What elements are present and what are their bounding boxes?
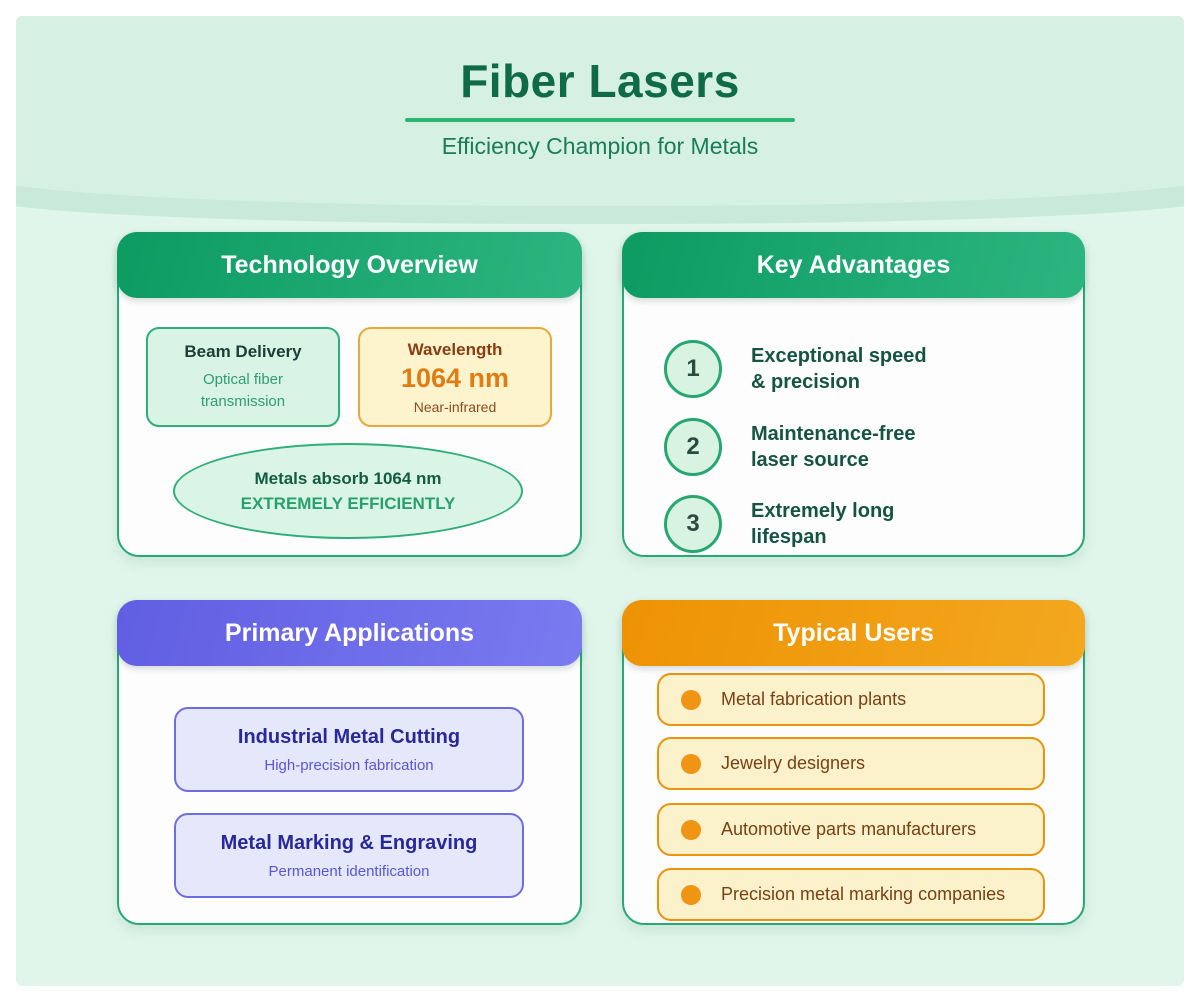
application-box-1: Industrial Metal Cutting High-precision … [174,707,524,792]
bullet-icon [681,753,701,774]
advantage-number-badge-1: 1 [664,340,722,398]
user-item-4: Precision metal marking companies [657,868,1045,921]
user-item-3: Automotive parts manufacturers [657,803,1045,856]
wavelength-note: Near-infrared [413,398,497,415]
page-subtitle: Efficiency Champion for Metals [441,133,759,159]
user-item-2: Jewelry designers [657,737,1045,790]
advantage-1-line1: Exceptional speed [751,345,927,367]
key-advantages-header: Key Advantages [622,232,1085,298]
beam-delivery-title: Beam Delivery [184,341,302,361]
application-2-title: Metal Marking & Engraving [220,831,478,854]
beam-delivery-box: Beam Delivery Optical fiber transmission [146,327,340,427]
advantage-3-line2: lifespan [751,526,827,548]
user-item-1: Metal fabrication plants [657,673,1045,726]
application-1-title: Industrial Metal Cutting [237,725,461,748]
bullet-icon [681,819,701,840]
technology-overview-header: Technology Overview [117,232,582,298]
beam-delivery-sub-line2: transmission [200,392,286,410]
advantage-item-1: 1 Exceptional speed & precision [664,337,927,401]
beam-delivery-sub-line1: Optical fiber [202,370,284,388]
bullet-icon [681,884,701,905]
card-primary-applications: Primary Applications Industrial Metal Cu… [117,600,582,925]
page-title: Fiber Lasers [460,55,740,107]
application-box-2: Metal Marking & Engraving Permanent iden… [174,813,524,898]
advantage-1-line2: & precision [751,371,860,393]
advantage-3-line1: Extremely long [751,500,895,522]
advantage-text-1: Exceptional speed & precision [751,343,927,395]
title-background-band [16,16,1184,206]
wavelength-title: Wavelength [407,339,503,359]
absorption-line2: EXTREMELY EFFICIENTLY [240,493,456,513]
absorption-ellipse: Metals absorb 1064 nm EXTREMELY EFFICIEN… [173,443,523,539]
advantage-2-line1: Maintenance-free [751,423,916,445]
wavelength-box: Wavelength 1064 nm Near-infrared [358,327,552,427]
card-typical-users: Typical Users Metal fabrication plants J… [622,600,1085,925]
application-2-subtitle: Permanent identification [268,862,430,880]
bullet-icon [681,689,701,710]
advantage-number-badge-3: 3 [664,495,722,553]
card-key-advantages: Key Advantages 1 Exceptional speed & pre… [622,232,1085,557]
mint-background: Fiber Lasers Efficiency Champion for Met… [16,16,1184,986]
advantage-text-3: Extremely long lifespan [751,498,894,550]
title-underline [405,118,795,122]
advantage-item-3: 3 Extremely long lifespan [664,492,894,556]
user-4-label: Precision metal marking companies [721,884,1006,904]
advantage-number-badge-2: 2 [664,418,722,476]
user-2-label: Jewelry designers [721,753,866,773]
application-1-subtitle: High-precision fabrication [264,756,434,774]
user-3-label: Automotive parts manufacturers [721,819,977,839]
wavelength-value: 1064 nm [400,362,510,393]
primary-applications-header: Primary Applications [117,600,582,666]
advantage-text-2: Maintenance-free laser source [751,421,916,473]
typical-users-header: Typical Users [622,600,1085,666]
advantage-2-line2: laser source [751,449,869,471]
user-1-label: Metal fabrication plants [721,689,907,709]
absorption-line1: Metals absorb 1064 nm [254,468,442,488]
advantage-item-2: 2 Maintenance-free laser source [664,415,916,479]
card-technology-overview: Technology Overview Beam Delivery Optica… [117,232,582,557]
